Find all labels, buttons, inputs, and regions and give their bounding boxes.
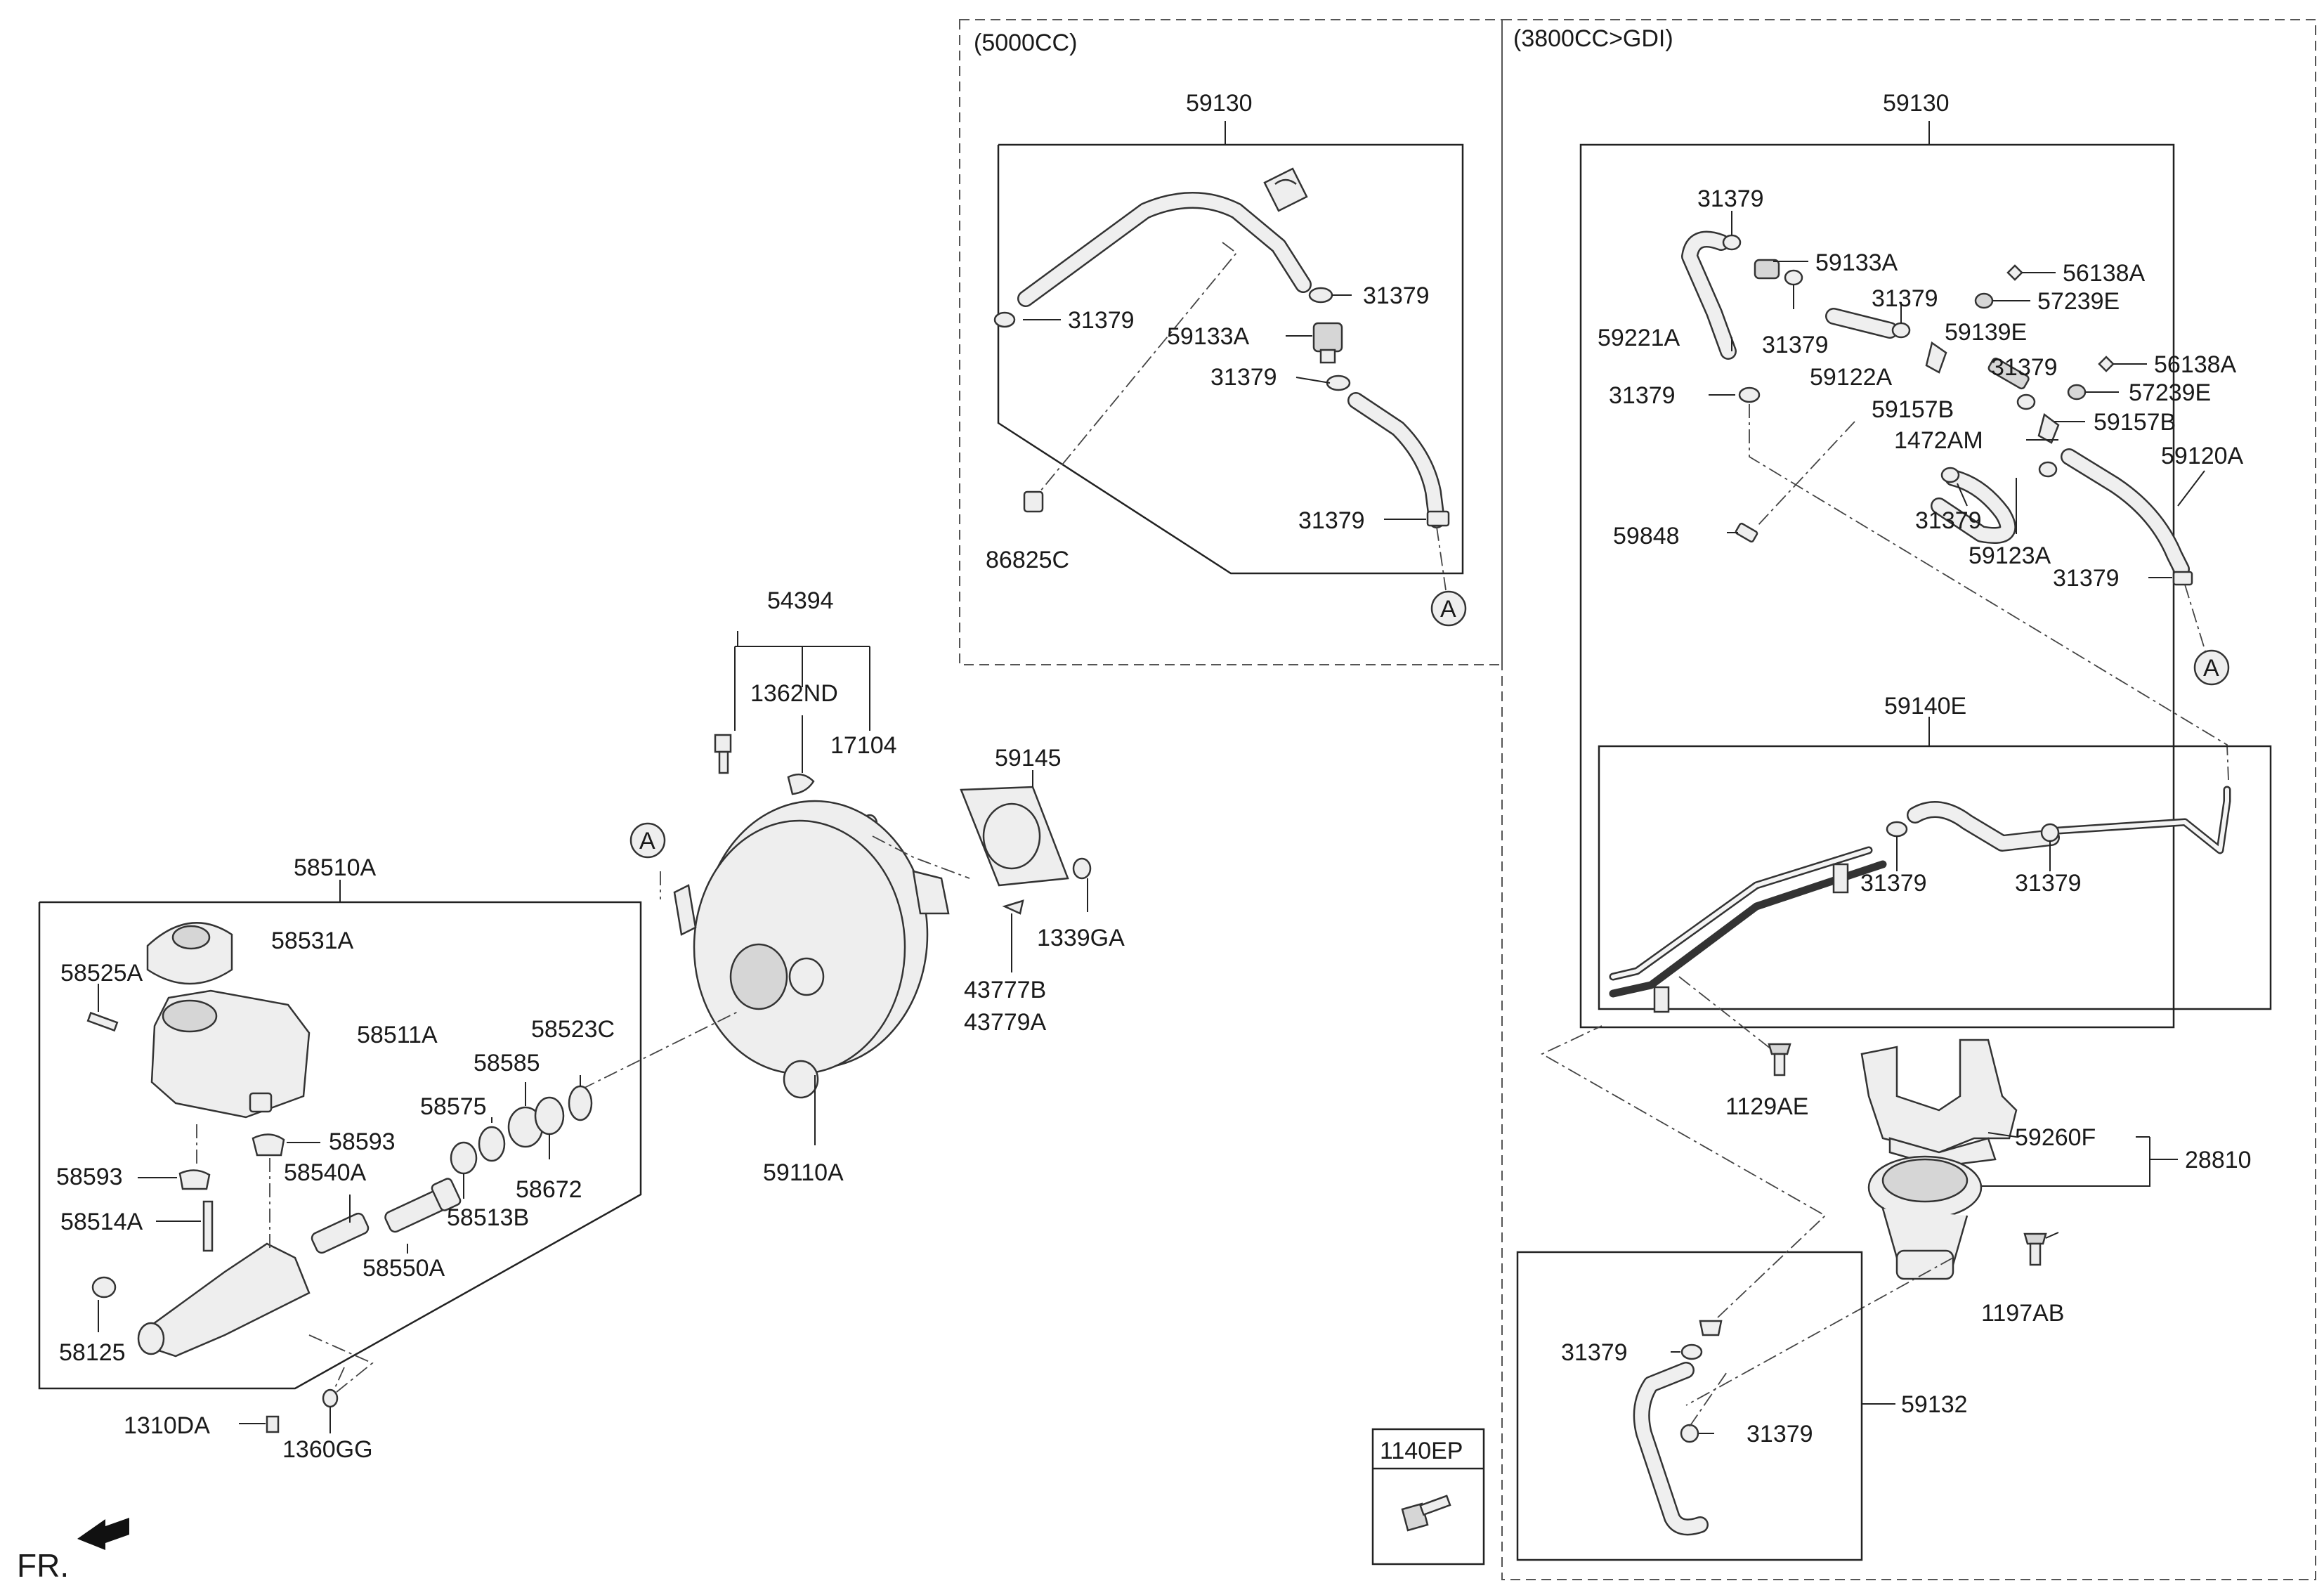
label-31379-3800-f: 31379 (1915, 507, 1982, 534)
label-1310DA: 1310DA (124, 1412, 210, 1439)
bolt-1140EP-box (1371, 1428, 1485, 1566)
section-title-5000cc: (5000CC) (974, 30, 1077, 56)
label-56138A-b: 56138A (2154, 351, 2237, 378)
label-59130-5000: 59130 (1186, 90, 1253, 117)
label-58531A: 58531A (271, 928, 354, 954)
label-58593-left: 58593 (56, 1164, 123, 1190)
label-31379-5000-bot: 31379 (1298, 507, 1365, 534)
label-31379-3800-g: 31379 (2053, 565, 2120, 592)
label-1197AB: 1197AB (1981, 1300, 2064, 1327)
master-cylinder-group (38, 880, 642, 1433)
label-31379-3800-c: 31379 (1762, 332, 1829, 358)
hose-assy-5000cc (993, 121, 1467, 627)
label-58514A: 58514A (60, 1209, 143, 1235)
label-59139E: 59139E (1945, 319, 2027, 346)
ref-marker-a-3800: A (2203, 655, 2219, 682)
label-58672: 58672 (516, 1176, 582, 1203)
label-58575: 58575 (420, 1093, 487, 1120)
label-31379-3800-top: 31379 (1697, 186, 1764, 212)
label-1472AM: 1472AM (1894, 427, 1983, 454)
label-31379-59132-b: 31379 (1747, 1421, 1813, 1447)
label-58511A: 58511A (357, 1022, 438, 1048)
label-59123A: 59123A (1969, 542, 2051, 569)
label-59120A: 59120A (2161, 443, 2244, 469)
label-57239E-b: 57239E (2129, 379, 2211, 406)
label-17104: 17104 (830, 732, 897, 759)
hose-assy-3800cc (1579, 121, 2230, 1029)
arrow-icon (77, 1518, 129, 1550)
label-59221A: 59221A (1598, 325, 1680, 351)
section-frames (959, 19, 2316, 1580)
label-31379-3800-e: 31379 (1609, 382, 1676, 409)
label-31379-3800-d: 31379 (1991, 354, 2058, 381)
ref-marker-a-5000: A (1440, 596, 1456, 623)
label-59145: 59145 (995, 745, 1062, 772)
label-59133A-3800: 59133A (1815, 249, 1898, 276)
ref-marker-a-booster: A (639, 828, 655, 854)
section-3800cc-frame (1501, 19, 2316, 1580)
label-59260F: 59260F (2015, 1124, 2096, 1151)
label-56138A-a: 56138A (2063, 260, 2146, 287)
label-59130-3800: 59130 (1883, 90, 1950, 117)
label-1339GA: 1339GA (1037, 925, 1125, 951)
label-31379-3800-b: 31379 (1872, 285, 1938, 312)
front-label: FR. (17, 1547, 69, 1584)
label-59157B-b: 59157B (2094, 409, 2176, 436)
section-title-3800cc: (3800CC>GDI) (1513, 25, 1673, 52)
hose-assy-59132 (1516, 1025, 1895, 1561)
label-28810: 28810 (2185, 1147, 2252, 1173)
air-pump-group (1678, 976, 2178, 1406)
section-5000cc-frame (959, 19, 1503, 665)
label-58513B: 58513B (447, 1204, 529, 1231)
label-59140E: 59140E (1884, 693, 1966, 720)
label-1140EP: 1140EP (1380, 1438, 1463, 1464)
front-direction-arrow (77, 1518, 129, 1550)
label-58523C: 58523C (531, 1016, 615, 1043)
label-86825C: 86825C (986, 547, 1069, 573)
label-43779A: 43779A (964, 1009, 1047, 1036)
label-58593-right: 58593 (329, 1128, 396, 1155)
label-59132: 59132 (1901, 1391, 1968, 1418)
label-31379-5000-left: 31379 (1068, 307, 1135, 334)
label-31379-pipe-a: 31379 (1860, 870, 1927, 897)
label-59122A: 59122A (1810, 364, 1893, 391)
label-59848: 59848 (1613, 523, 1680, 549)
label-58510A: 58510A (294, 854, 377, 881)
label-1129AE: 1129AE (1725, 1093, 1808, 1120)
label-31379-pipe-b: 31379 (2015, 870, 2082, 897)
label-58550A: 58550A (363, 1255, 445, 1282)
label-43777B: 43777B (964, 977, 1046, 1003)
label-31379-5000-top: 31379 (1363, 282, 1430, 309)
label-59133A-5000: 59133A (1167, 323, 1250, 350)
label-58585: 58585 (474, 1050, 540, 1076)
label-59157B-a: 59157B (1872, 396, 1954, 423)
label-59110A: 59110A (763, 1159, 844, 1186)
label-1362ND: 1362ND (750, 680, 838, 707)
label-57239E-a: 57239E (2037, 288, 2120, 315)
label-31379-5000-mid: 31379 (1210, 364, 1277, 391)
pipe-assy-59140E (1598, 717, 2272, 1013)
label-1360GG: 1360GG (282, 1436, 373, 1463)
label-58525A: 58525A (60, 960, 143, 987)
brake-booster-group (581, 631, 1092, 1145)
label-31379-59132-a: 31379 (1561, 1339, 1628, 1366)
label-58540A: 58540A (284, 1159, 367, 1186)
label-54394: 54394 (767, 587, 834, 614)
label-58125: 58125 (59, 1339, 126, 1366)
